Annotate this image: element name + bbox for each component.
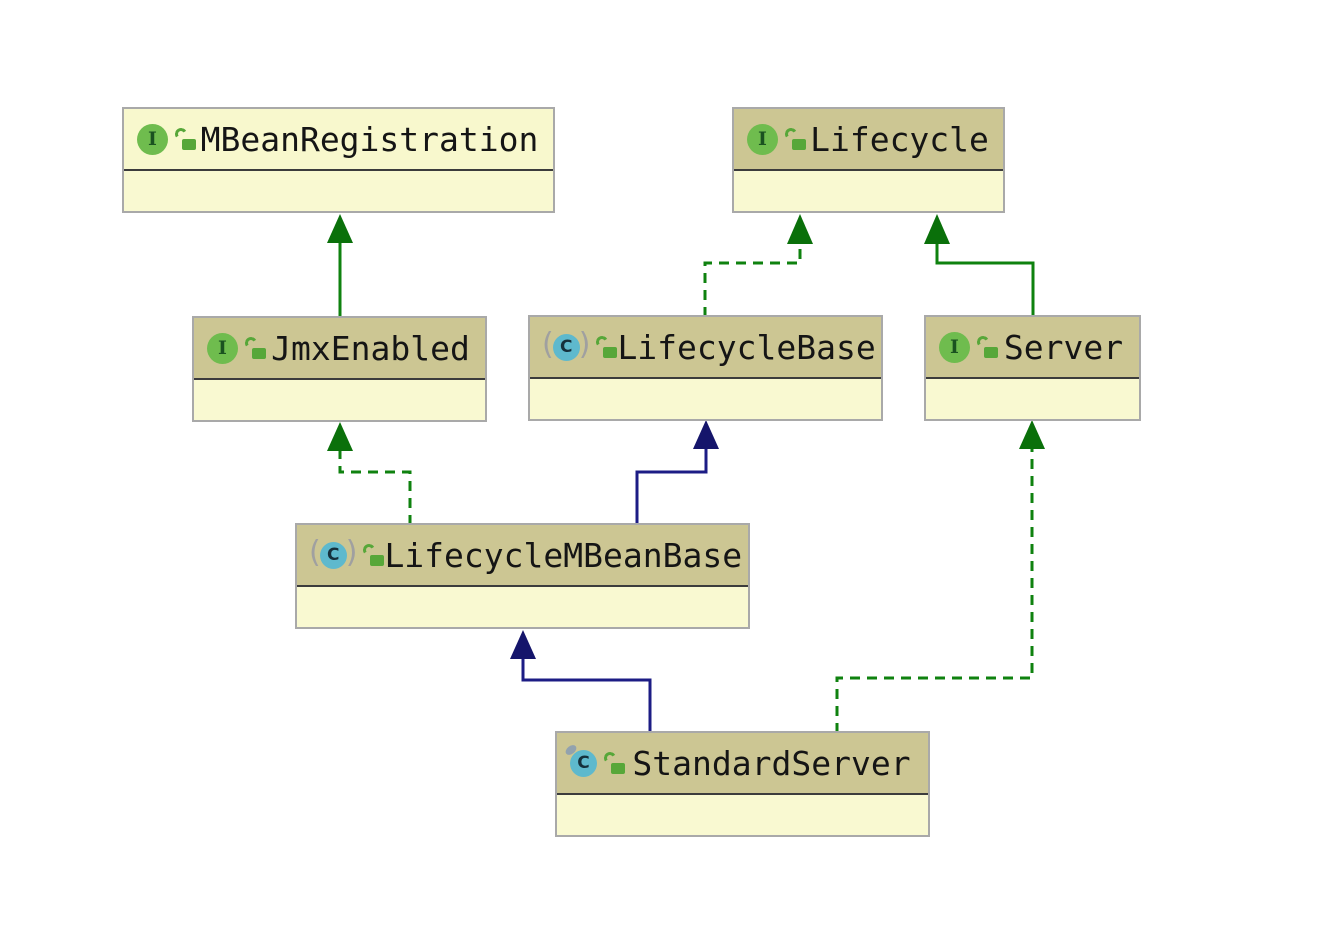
inheritance-arrowhead: [787, 214, 813, 244]
node-header: I Server: [926, 317, 1139, 379]
inheritance-arrowhead: [1019, 420, 1045, 449]
class-name: JmxEnabled: [271, 328, 470, 368]
class-node-mbeanregistration[interactable]: I MBeanRegistration: [122, 107, 555, 213]
members-compartment: [530, 379, 881, 419]
interface-icon-letter: I: [148, 127, 157, 150]
interface-icon-letter: I: [218, 336, 227, 359]
class-icon-letter: C: [326, 544, 340, 565]
unlocked-icon: [602, 750, 625, 774]
edge-lifecyclembeanbase-extends-lifecyclebase[interactable]: [635, 420, 719, 525]
members-compartment: [297, 587, 748, 627]
node-header: I JmxEnabled: [194, 318, 485, 380]
interface-icon: I: [747, 123, 778, 155]
unlocked-icon: [595, 334, 618, 358]
edge-line: [835, 449, 1034, 733]
edge-jmxenabled-extends-mbeanregistration[interactable]: [327, 214, 353, 318]
edge-line: [635, 449, 708, 525]
class-node-server[interactable]: I Server: [924, 315, 1141, 421]
node-header: ( C ) LifecycleBase: [530, 317, 881, 379]
class-node-lifecycle[interactable]: I Lifecycle: [732, 107, 1005, 213]
inheritance-arrowhead: [327, 422, 353, 451]
abstract-class-icon: ( C ): [309, 535, 358, 570]
class-name: StandardServer: [632, 743, 911, 783]
class-icon-letter: C: [559, 336, 573, 357]
class-node-lifecyclebase[interactable]: ( C ) LifecycleBase: [528, 315, 883, 421]
inheritance-arrowhead: [693, 420, 719, 449]
edge-line: [521, 659, 652, 733]
node-header: C StandardServer: [557, 733, 928, 795]
abstract-class-icon: ( C ): [542, 327, 591, 362]
members-compartment: [734, 171, 1003, 211]
class-icon: C: [563, 742, 597, 777]
class-name: Lifecycle: [810, 119, 989, 159]
unlocked-icon: [362, 542, 385, 566]
edge-lifecyclebase-implements-lifecycle[interactable]: [703, 214, 813, 317]
inheritance-arrowhead: [924, 214, 950, 244]
inheritance-arrowhead: [510, 630, 536, 659]
class-name: LifecycleBase: [617, 327, 876, 367]
class-name: MBeanRegistration: [200, 119, 539, 159]
members-compartment: [557, 795, 928, 835]
interface-icon: I: [137, 123, 168, 155]
class-node-jmxenabled[interactable]: I JmxEnabled: [192, 316, 487, 422]
unlocked-icon: [173, 126, 196, 150]
unlocked-icon: [783, 126, 806, 150]
interface-icon-letter: I: [758, 127, 767, 150]
interface-icon-letter: I: [950, 335, 959, 358]
unlocked-icon: [975, 334, 998, 358]
inheritance-arrowhead: [327, 214, 353, 243]
class-name: LifecycleMBeanBase: [384, 535, 743, 575]
class-name: Server: [1003, 327, 1124, 367]
edge-line: [703, 244, 802, 317]
members-compartment: [124, 171, 553, 211]
class-node-standardserver[interactable]: C StandardServer: [555, 731, 930, 837]
unlocked-icon: [243, 335, 266, 359]
edge-standardserver-extends-lifecyclembeanbase[interactable]: [510, 630, 652, 733]
edge-standardserver-implements-server[interactable]: [835, 420, 1045, 733]
members-compartment: [926, 379, 1139, 419]
node-header: I MBeanRegistration: [124, 109, 553, 171]
members-compartment: [194, 380, 485, 420]
class-icon-letter: C: [577, 752, 590, 773]
interface-icon: I: [207, 332, 238, 364]
edge-server-extends-lifecycle[interactable]: [924, 214, 1035, 317]
edge-line: [935, 244, 1035, 317]
interface-icon: I: [939, 331, 970, 363]
class-node-lifecyclembeanbase[interactable]: ( C ) LifecycleMBeanBase: [295, 523, 750, 629]
class-icon-hook: [563, 742, 579, 757]
node-header: ( C ) LifecycleMBeanBase: [297, 525, 748, 587]
edge-lifecyclembeanbase-implements-jmxenabled[interactable]: [327, 422, 412, 525]
edge-line: [338, 451, 412, 525]
node-header: I Lifecycle: [734, 109, 1003, 171]
